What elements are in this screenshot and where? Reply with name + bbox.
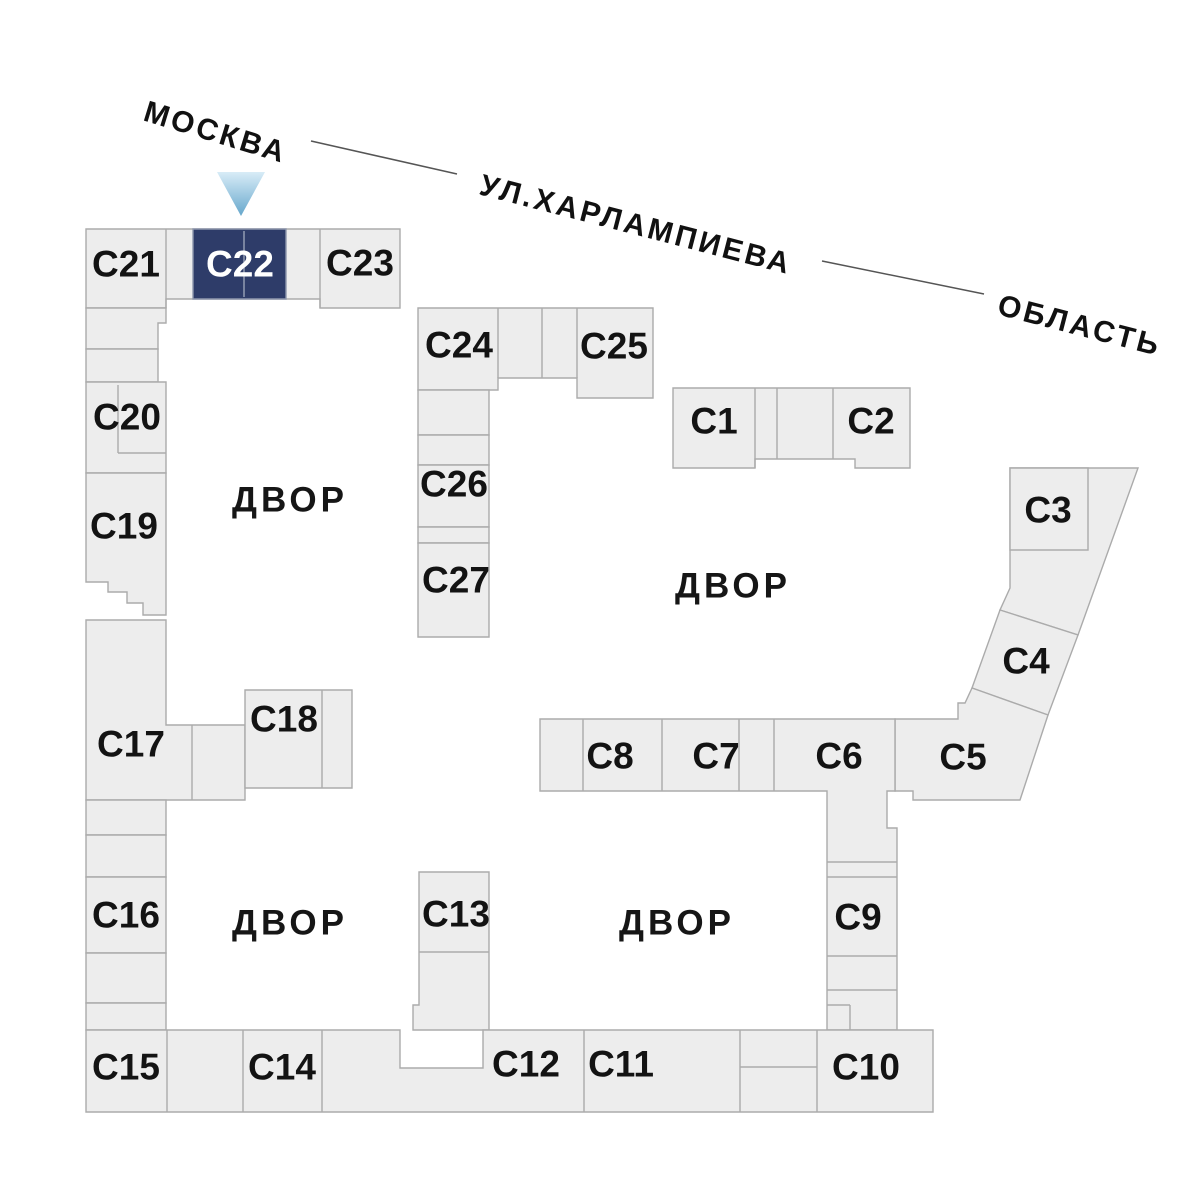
block-label-C23[interactable]: C23 xyxy=(326,243,394,284)
block-label-C20[interactable]: C20 xyxy=(93,397,161,438)
block-label-C25[interactable]: C25 xyxy=(580,326,648,367)
footprint-mid-col-b xyxy=(417,434,490,466)
block-label-C14[interactable]: C14 xyxy=(248,1047,316,1088)
footprint-left-col-b xyxy=(85,348,159,383)
footprint-left-col-f xyxy=(85,1002,167,1031)
footprint-left-col-d xyxy=(85,834,167,878)
block-label-C15[interactable]: C15 xyxy=(92,1047,160,1088)
footprint-c6-c8-row xyxy=(539,718,898,1031)
block-label-C6[interactable]: C6 xyxy=(815,736,862,777)
footprint-block-C27 xyxy=(417,542,490,638)
footprint-block-C19 xyxy=(85,472,167,616)
footprint-block-C5 xyxy=(894,687,1049,801)
block-label-C11[interactable]: C11 xyxy=(588,1044,654,1085)
footprint-block-C18 xyxy=(244,689,353,789)
block-label-C4[interactable]: C4 xyxy=(1002,641,1050,682)
footprint-mid-col-a xyxy=(417,389,490,436)
street-label-moskva: МОСКВА xyxy=(140,95,291,170)
footprint-left-col-a xyxy=(85,307,167,350)
block-label-C10[interactable]: C10 xyxy=(832,1047,900,1088)
block-label-C22[interactable]: C22 xyxy=(206,244,274,285)
block-label-C9[interactable]: C9 xyxy=(834,897,881,938)
footprint-mid-col-c xyxy=(417,526,490,544)
footprint-left-col-c xyxy=(85,799,167,836)
block-label-C21[interactable]: C21 xyxy=(92,244,160,285)
building-footprints xyxy=(85,228,1139,1113)
street-label-ulitsa: УЛ.ХАРЛАМПИЕВА xyxy=(476,169,795,281)
block-label-C16[interactable]: C16 xyxy=(92,895,160,936)
block-label-C17[interactable]: C17 xyxy=(97,724,165,765)
arrow-layer xyxy=(217,172,265,216)
block-label-C3[interactable]: C3 xyxy=(1024,490,1071,531)
block-label-C12[interactable]: C12 xyxy=(492,1044,560,1085)
block-label-C24[interactable]: C24 xyxy=(425,325,493,366)
footprint-c1-c2-row xyxy=(672,387,911,469)
unit-dividers xyxy=(117,229,897,1112)
courtyard-label-4: ДВОР xyxy=(619,904,735,943)
block-label-C27[interactable]: C27 xyxy=(422,560,490,601)
block-label-C5[interactable]: C5 xyxy=(939,737,986,778)
street-label-oblast: ОБЛАСТЬ xyxy=(994,289,1165,363)
street-connector-line xyxy=(821,260,985,295)
block-label-C7[interactable]: C7 xyxy=(692,736,739,777)
footprint-block-C22[interactable] xyxy=(192,228,287,300)
block-label-C8[interactable]: C8 xyxy=(586,736,633,777)
footprint-block-C17 xyxy=(85,619,246,801)
courtyard-label-1: ДВОР xyxy=(232,481,348,520)
block-label-C13[interactable]: C13 xyxy=(422,894,490,935)
footprint-bottom-row xyxy=(85,1029,934,1113)
block-label-C2[interactable]: C2 xyxy=(847,401,894,442)
block-label-C19[interactable]: C19 xyxy=(90,506,158,547)
location-arrow xyxy=(217,172,265,216)
street-connector-line xyxy=(310,140,458,175)
courtyard-label-3: ДВОР xyxy=(232,904,348,943)
block-label-C1[interactable]: C1 xyxy=(690,401,737,442)
block-label-C18[interactable]: C18 xyxy=(250,699,318,740)
block-label-C26[interactable]: C26 xyxy=(420,464,488,505)
footprint-c13-col xyxy=(412,871,490,1031)
footprint-left-col-e xyxy=(85,952,167,1004)
footprint-block-C3 xyxy=(1009,467,1089,551)
courtyard-label-2: ДВОР xyxy=(675,567,791,606)
